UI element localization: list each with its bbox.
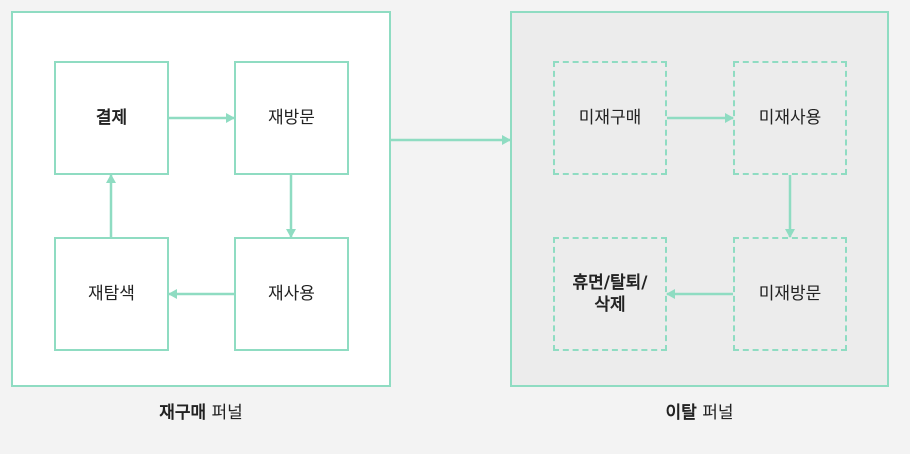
repurchase-caption-bold: 재구매 — [159, 403, 207, 423]
repurchase-funnel-caption: 재구매 퍼널 — [11, 398, 391, 423]
node-research: 재탐색 — [54, 237, 169, 351]
node-research-label: 재탐색 — [88, 283, 135, 304]
node-reuse: 재사용 — [234, 237, 349, 351]
node-no-repurchase-label: 미재구매 — [578, 107, 642, 128]
node-dormant-label-line2: 삭제 — [594, 295, 626, 315]
churn-funnel-caption: 이탈 퍼널 — [510, 398, 889, 423]
node-payment-label: 결제 — [95, 107, 128, 128]
node-revisit: 재방문 — [234, 61, 349, 175]
node-no-reuse: 미재사용 — [733, 61, 847, 175]
node-revisit-label: 재방문 — [268, 107, 315, 128]
node-payment: 결제 — [54, 61, 169, 175]
churn-caption-bold: 이탈 — [665, 403, 697, 423]
node-no-reuse-label: 미재사용 — [758, 107, 822, 128]
churn-caption-rest: 퍼널 — [702, 403, 734, 423]
node-no-revisit: 미재방문 — [733, 237, 847, 351]
node-dormant: 휴면/탈퇴/ 삭제 — [553, 237, 667, 351]
node-no-repurchase: 미재구매 — [553, 61, 667, 175]
node-reuse-label: 재사용 — [268, 283, 315, 304]
node-dormant-label-line1: 휴면/탈퇴/ — [572, 272, 648, 293]
node-no-revisit-label: 미재방문 — [758, 283, 822, 304]
repurchase-caption-rest: 퍼널 — [211, 403, 243, 423]
